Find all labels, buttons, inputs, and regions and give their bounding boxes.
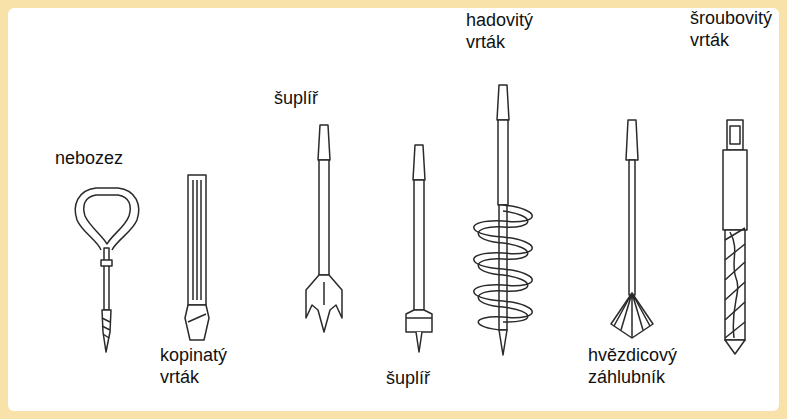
twist-drill-tool-part bbox=[723, 150, 747, 230]
spade-bit-tool bbox=[306, 125, 342, 332]
countersink-tool-part bbox=[611, 293, 653, 338]
nebozez-tool-part bbox=[102, 310, 111, 352]
forstner-bit-tool-part bbox=[413, 145, 425, 180]
forstner-bit-tool-part bbox=[416, 332, 422, 352]
spade-bit-tool-part bbox=[306, 275, 342, 332]
auger-bit-tool-part bbox=[478, 211, 528, 322]
twist-drill-tool-part bbox=[725, 228, 745, 338]
nebozez-tool-part bbox=[75, 188, 138, 250]
countersink-tool-part bbox=[626, 120, 638, 160]
auger-bit-tool-part bbox=[474, 205, 533, 330]
tool-label: hvězdicový záhlubník bbox=[588, 345, 698, 388]
nebozez-tool-part bbox=[84, 195, 130, 244]
twist-drill-tool-part bbox=[725, 340, 745, 354]
spade-bit-tool-part bbox=[319, 160, 329, 275]
countersink-tool-part bbox=[629, 160, 635, 295]
auger-bit-tool-part bbox=[499, 330, 507, 355]
forstner-bit-tool-part bbox=[414, 180, 424, 310]
forstner-bit-tool bbox=[406, 145, 432, 352]
countersink-tool-part bbox=[614, 293, 650, 338]
twist-drill-tool-part bbox=[730, 232, 738, 338]
spear-drill-tool-part bbox=[185, 305, 209, 340]
auger-bit-tool-part bbox=[499, 205, 507, 330]
spear-drill-tool-part bbox=[188, 314, 206, 322]
forstner-bit-tool-part bbox=[406, 317, 432, 319]
spear-drill-tool-part bbox=[193, 180, 201, 300]
auger-bit-tool-part bbox=[498, 120, 508, 205]
nebozez-tool-part bbox=[104, 248, 109, 310]
tool-label: hadovitý vrták bbox=[466, 10, 566, 53]
tool-label: kopinatý vrták bbox=[160, 345, 260, 388]
countersink-tool bbox=[611, 120, 653, 338]
spear-drill-tool bbox=[185, 175, 209, 340]
tool-label: šuplíř bbox=[274, 88, 354, 110]
auger-bit-tool-part bbox=[497, 85, 509, 120]
spade-bit-tool-part bbox=[323, 282, 325, 305]
auger-bit-tool bbox=[474, 85, 533, 355]
nebozez-tool-part bbox=[102, 318, 110, 338]
spade-bit-tool-part bbox=[318, 125, 330, 160]
tool-label: nebozez bbox=[55, 148, 155, 170]
forstner-bit-tool-part bbox=[406, 310, 432, 332]
twist-drill-tool-part bbox=[727, 120, 743, 150]
nebozez-tool-part bbox=[101, 260, 112, 266]
spear-drill-tool-part bbox=[188, 175, 206, 305]
twist-drill-tool-part bbox=[730, 126, 740, 144]
tool-label: šroubovitý vrták bbox=[690, 8, 782, 51]
tool-label: šuplíř bbox=[386, 368, 466, 390]
twist-drill-tool bbox=[723, 120, 747, 354]
nebozez-tool bbox=[75, 188, 138, 352]
